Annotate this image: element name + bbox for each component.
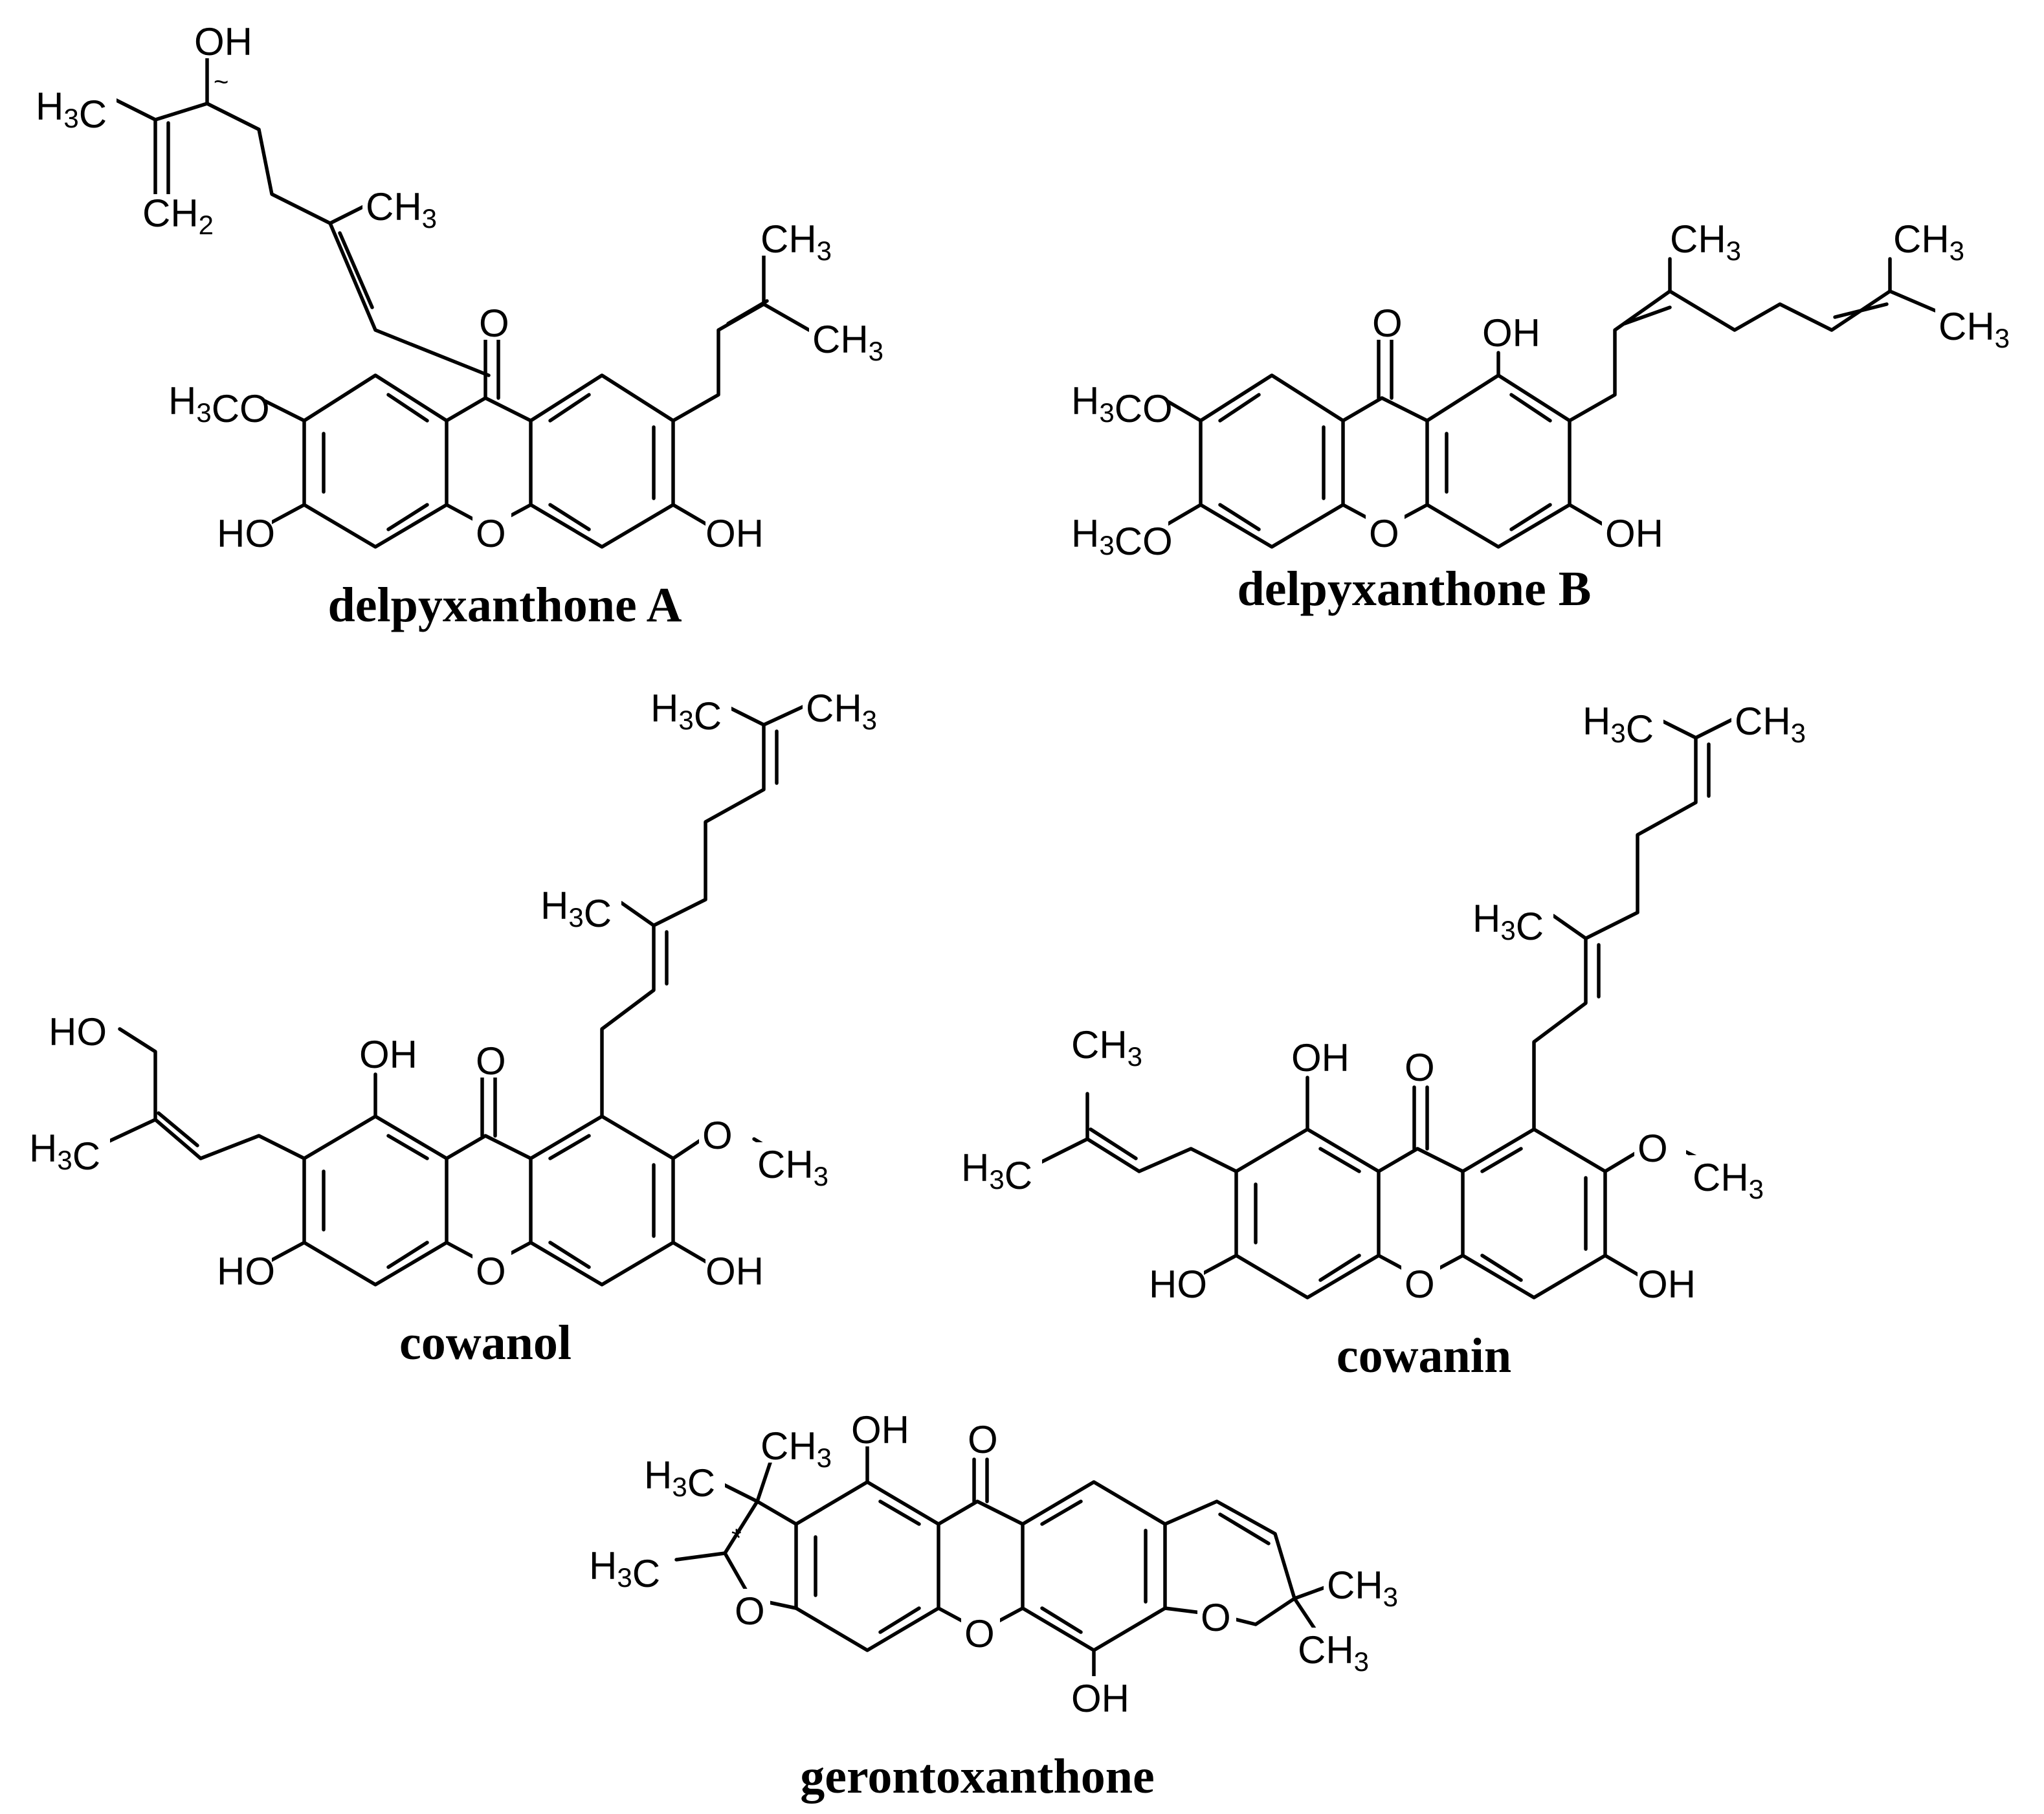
bond-lines [1160,257,1937,549]
atom-labels: CH3 CH3 CH3 O OH H3CO H3CO O OH [1068,217,2019,563]
atom-labels: H3C CH3 H3C CH3 OH O H3C O CH3 HO O OH [958,699,1816,1306]
atom-label: OH [705,512,764,555]
atom-label: H3C [540,884,612,935]
atom-label: O [479,302,509,345]
atom-label: OH [1071,1677,1129,1720]
atom-label: HO [1149,1263,1207,1306]
atom-label: CH3 [761,1424,832,1473]
atom-label: CH3 [1071,1023,1142,1072]
atom-label: CH3 [1938,305,2010,353]
atom-label: H3CO [1071,512,1173,563]
svg-text:~: ~ [214,68,228,96]
compound-name: cowanin [1337,1329,1511,1383]
atom-label: CH3 [1893,217,1964,266]
atom-label: H3C [650,687,722,738]
atom-label: H3C [644,1454,715,1505]
atom-label: CH3 [1327,1564,1398,1612]
atom-label: O [1638,1127,1668,1170]
atom-label: O [1201,1596,1231,1639]
bond-lines [105,703,808,1287]
compound-name: cowanol [399,1316,572,1370]
atom-label: CH3 [1298,1628,1369,1677]
atom-label: O [476,1039,506,1083]
atom-label: CH3 [1670,217,1741,266]
atom-label: OH [851,1408,909,1452]
atom-label: O [476,512,506,555]
atom-label: HO [49,1010,107,1054]
atom-label: H3CO [168,379,270,430]
compound-name: delpyxanthone A [328,578,682,632]
bond-lines [1034,716,1737,1300]
atom-label: H3C [1472,897,1544,948]
atom-label: OH [1638,1263,1696,1306]
bond-lines [95,37,811,549]
compound-delpyxanthone-b: CH3 CH3 CH3 O OH H3CO H3CO O OH delpyxan… [1068,217,2019,616]
atom-label: O [1405,1046,1435,1089]
compound-gerontoxanthone: OH O H3C CH3 H3C * O O O CH3 CH3 OH gero… [586,1408,1408,1804]
atom-label: OH [1482,311,1540,355]
atom-label: OH [1291,1036,1350,1079]
atom-label: H3C [1583,700,1654,751]
atom-label: OH [194,20,252,63]
atom-label: H3CO [1071,379,1173,430]
atom-labels: H3C CH3 H3C HO OH O H3C O CH3 HO O OH [26,686,887,1293]
atom-labels: OH H3C CH2 CH3 CH3 CH3 O H3CO HO O OH ~ [32,19,893,555]
atom-label: CH3 [366,185,437,234]
atom-label: O [1369,512,1399,555]
atom-label: H3C [589,1544,660,1595]
compound-name: delpyxanthone B [1238,562,1592,616]
atom-label: O [968,1418,998,1461]
atom-label: CH3 [761,217,832,266]
compound-delpyxanthone-a: OH H3C CH2 CH3 CH3 CH3 O H3CO HO O OH ~ … [32,19,893,632]
compound-cowanol: H3C CH3 H3C HO OH O H3C O CH3 HO O OH [26,686,887,1370]
atom-label: OH [1605,512,1663,555]
atom-label: CH3 [757,1143,828,1191]
atom-label: O [964,1612,995,1655]
atom-label: CH2 [142,192,214,240]
atom-label: CH3 [1735,700,1806,748]
atom-label: O [702,1114,733,1157]
atom-label: * [731,1524,742,1553]
atom-label: O [735,1589,765,1633]
atom-label: O [1405,1263,1435,1306]
atom-label: CH3 [812,318,883,366]
atom-label: H3C [36,85,107,136]
atom-labels: OH O H3C CH3 H3C * O O O CH3 CH3 OH [586,1408,1408,1720]
atom-label: OH [705,1250,764,1293]
atom-label: O [476,1250,506,1293]
atom-label: H3C [961,1146,1032,1197]
atom-label: O [1372,302,1403,345]
atom-label: HO [217,1250,275,1293]
compound-name: gerontoxanthone [800,1749,1155,1804]
compound-cowanin: H3C CH3 H3C CH3 OH O H3C O CH3 HO O OH [958,699,1816,1383]
atom-label: CH3 [806,687,877,735]
bond-lines [674,1441,1332,1688]
atom-label: HO [217,512,275,555]
atom-label: OH [359,1033,417,1076]
atom-label: CH3 [1693,1156,1764,1204]
atom-label: H3C [29,1127,100,1178]
